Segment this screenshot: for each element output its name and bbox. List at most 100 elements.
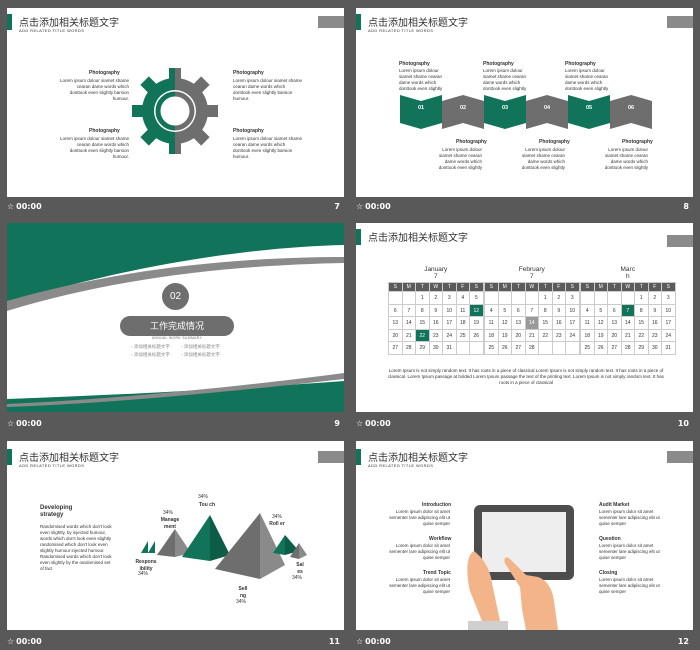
- day-cell[interactable]: 30: [428, 341, 443, 355]
- day-cell-highlight[interactable]: 12: [469, 303, 484, 318]
- day-cell[interactable]: 17: [661, 316, 676, 330]
- day-cell[interactable]: 29: [415, 341, 430, 355]
- day-cell[interactable]: [551, 341, 566, 355]
- day-cell[interactable]: 23: [428, 328, 443, 343]
- day-cell[interactable]: 28: [620, 341, 635, 355]
- day-cell[interactable]: 1: [538, 291, 553, 305]
- day-cell[interactable]: 25: [580, 341, 595, 355]
- day-cell[interactable]: [469, 341, 484, 355]
- day-cell[interactable]: 19: [593, 328, 608, 343]
- day-cell[interactable]: 9: [428, 303, 443, 318]
- day-cell[interactable]: 12: [593, 316, 608, 330]
- day-cell[interactable]: 10: [661, 303, 676, 318]
- day-cell[interactable]: 8: [538, 303, 553, 318]
- day-cell[interactable]: 13: [388, 316, 403, 330]
- day-cell[interactable]: 16: [647, 316, 662, 330]
- day-cell[interactable]: 21: [401, 328, 416, 343]
- day-cell[interactable]: 6: [607, 303, 622, 318]
- day-cell[interactable]: [497, 291, 512, 305]
- day-cell[interactable]: [593, 291, 608, 305]
- day-cell[interactable]: 23: [647, 328, 662, 343]
- day-cell[interactable]: [484, 291, 499, 305]
- day-cell[interactable]: 20: [607, 328, 622, 343]
- day-cell[interactable]: 4: [580, 303, 595, 318]
- day-cell[interactable]: 14: [401, 316, 416, 330]
- day-cell[interactable]: 8: [415, 303, 430, 318]
- day-cell[interactable]: 24: [565, 328, 580, 343]
- day-cell[interactable]: [580, 291, 595, 305]
- day-cell[interactable]: 2: [647, 291, 662, 305]
- day-cell[interactable]: 2: [551, 291, 566, 305]
- day-cell[interactable]: [538, 341, 553, 355]
- slide-thumbnail-9[interactable]: 02 工作完成情况 ANNUAL WORK SUMMARY ◦ 添加相关标题文字…: [7, 223, 344, 412]
- day-cell[interactable]: 9: [647, 303, 662, 318]
- day-cell[interactable]: [620, 291, 635, 305]
- day-cell[interactable]: 11: [455, 303, 470, 318]
- day-cell[interactable]: 19: [497, 328, 512, 343]
- day-cell[interactable]: 31: [661, 341, 676, 355]
- day-cell[interactable]: 9: [551, 303, 566, 318]
- day-cell[interactable]: 11: [580, 316, 595, 330]
- day-cell[interactable]: 21: [620, 328, 635, 343]
- day-cell[interactable]: 13: [511, 316, 526, 330]
- day-cell[interactable]: 10: [565, 303, 580, 318]
- day-cell[interactable]: 12: [497, 316, 512, 330]
- day-cell[interactable]: 5: [469, 291, 484, 305]
- day-cell[interactable]: 10: [442, 303, 457, 318]
- day-cell[interactable]: 26: [497, 341, 512, 355]
- day-cell[interactable]: 21: [524, 328, 539, 343]
- day-cell[interactable]: 4: [484, 303, 499, 318]
- day-cell[interactable]: 18: [455, 316, 470, 330]
- slide-thumbnail-8[interactable]: 点击添加相关标题文字 ADD RELATED TITLE WORDS Photo…: [356, 8, 693, 197]
- day-cell[interactable]: 16: [551, 316, 566, 330]
- day-cell[interactable]: [401, 291, 416, 305]
- day-cell-muted[interactable]: 14: [524, 316, 539, 330]
- day-cell[interactable]: 4: [455, 291, 470, 305]
- day-cell[interactable]: 24: [661, 328, 676, 343]
- day-cell[interactable]: 11: [484, 316, 499, 330]
- day-cell[interactable]: 31: [442, 341, 457, 355]
- day-cell[interactable]: [607, 291, 622, 305]
- day-cell[interactable]: 22: [538, 328, 553, 343]
- day-cell[interactable]: [524, 291, 539, 305]
- day-cell[interactable]: 25: [455, 328, 470, 343]
- day-cell[interactable]: 5: [593, 303, 608, 318]
- day-cell[interactable]: 18: [484, 328, 499, 343]
- day-cell[interactable]: 15: [415, 316, 430, 330]
- day-cell[interactable]: 23: [551, 328, 566, 343]
- day-cell[interactable]: 16: [428, 316, 443, 330]
- day-cell[interactable]: 17: [442, 316, 457, 330]
- day-cell[interactable]: 6: [388, 303, 403, 318]
- day-cell[interactable]: 1: [634, 291, 649, 305]
- day-cell[interactable]: [455, 341, 470, 355]
- day-cell[interactable]: [511, 291, 526, 305]
- day-cell[interactable]: 18: [580, 328, 595, 343]
- day-cell[interactable]: 5: [497, 303, 512, 318]
- day-cell[interactable]: 26: [593, 341, 608, 355]
- day-cell[interactable]: 20: [388, 328, 403, 343]
- day-cell[interactable]: 13: [607, 316, 622, 330]
- day-cell[interactable]: 20: [511, 328, 526, 343]
- day-cell[interactable]: 3: [661, 291, 676, 305]
- day-cell[interactable]: 8: [634, 303, 649, 318]
- day-cell[interactable]: 27: [511, 341, 526, 355]
- day-cell-highlight[interactable]: 22: [415, 328, 430, 343]
- day-cell[interactable]: 30: [647, 341, 662, 355]
- day-cell[interactable]: 27: [388, 341, 403, 355]
- day-cell[interactable]: 7: [401, 303, 416, 318]
- day-cell[interactable]: 6: [511, 303, 526, 318]
- day-cell[interactable]: 29: [634, 341, 649, 355]
- day-cell[interactable]: 7: [524, 303, 539, 318]
- day-cell[interactable]: [388, 291, 403, 305]
- day-cell[interactable]: 25: [484, 341, 499, 355]
- day-cell[interactable]: 28: [524, 341, 539, 355]
- day-cell[interactable]: 2: [428, 291, 443, 305]
- day-cell[interactable]: 3: [565, 291, 580, 305]
- day-cell-highlight[interactable]: 7: [620, 303, 635, 318]
- slide-thumbnail-7[interactable]: 点击添加相关标题文字 ADD RELATED TITLE WORDS Photo…: [7, 8, 344, 197]
- day-cell[interactable]: 17: [565, 316, 580, 330]
- day-cell[interactable]: 19: [469, 316, 484, 330]
- day-cell[interactable]: 28: [401, 341, 416, 355]
- day-cell[interactable]: 3: [442, 291, 457, 305]
